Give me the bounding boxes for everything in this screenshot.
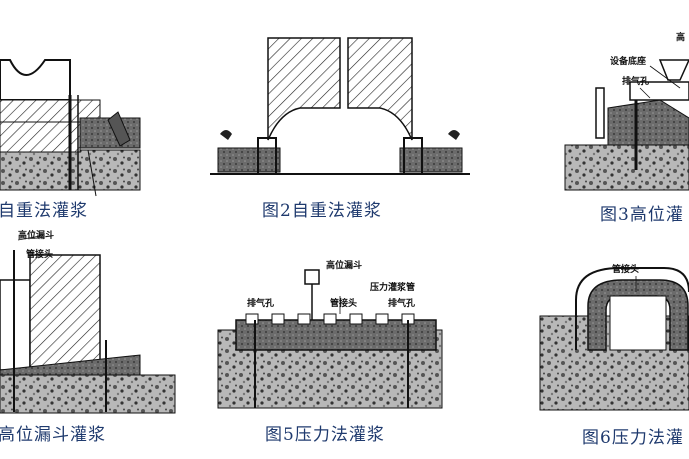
label-fig4-joint: 管接头	[26, 250, 54, 260]
figure-1	[0, 59, 141, 197]
figure-5	[217, 269, 443, 409]
figure-6	[539, 267, 689, 411]
figure-4	[0, 235, 176, 414]
caption-fig5: 图5压力法灌浆	[265, 425, 385, 445]
label-fig3-base: 设备底座	[610, 57, 647, 67]
caption-fig1: 自重法灌浆	[0, 201, 88, 221]
label-fig5-pipe: 压力灌浆管	[370, 283, 416, 293]
caption-fig4: 高位漏斗灌浆	[0, 425, 106, 445]
caption-fig3: 图3高位灌	[600, 205, 684, 225]
label-fig6-joint: 管接头	[612, 265, 640, 275]
label-fig3-top: 高	[676, 33, 686, 43]
label-fig3-vent: 排气孔	[622, 77, 650, 87]
label-fig5-funnel: 高位漏斗	[326, 261, 363, 271]
caption-fig6: 图6压力法灌	[582, 428, 684, 448]
figure-2	[210, 37, 470, 175]
label-fig5-vent-left: 排气孔	[247, 299, 275, 309]
label-fig5-vent-right: 排气孔	[388, 299, 416, 309]
figure-3	[564, 59, 689, 191]
label-fig4-funnel: 高位漏斗	[18, 231, 55, 241]
caption-fig2: 图2自重法灌浆	[262, 201, 382, 221]
label-fig5-joint: 管接头	[330, 299, 358, 309]
